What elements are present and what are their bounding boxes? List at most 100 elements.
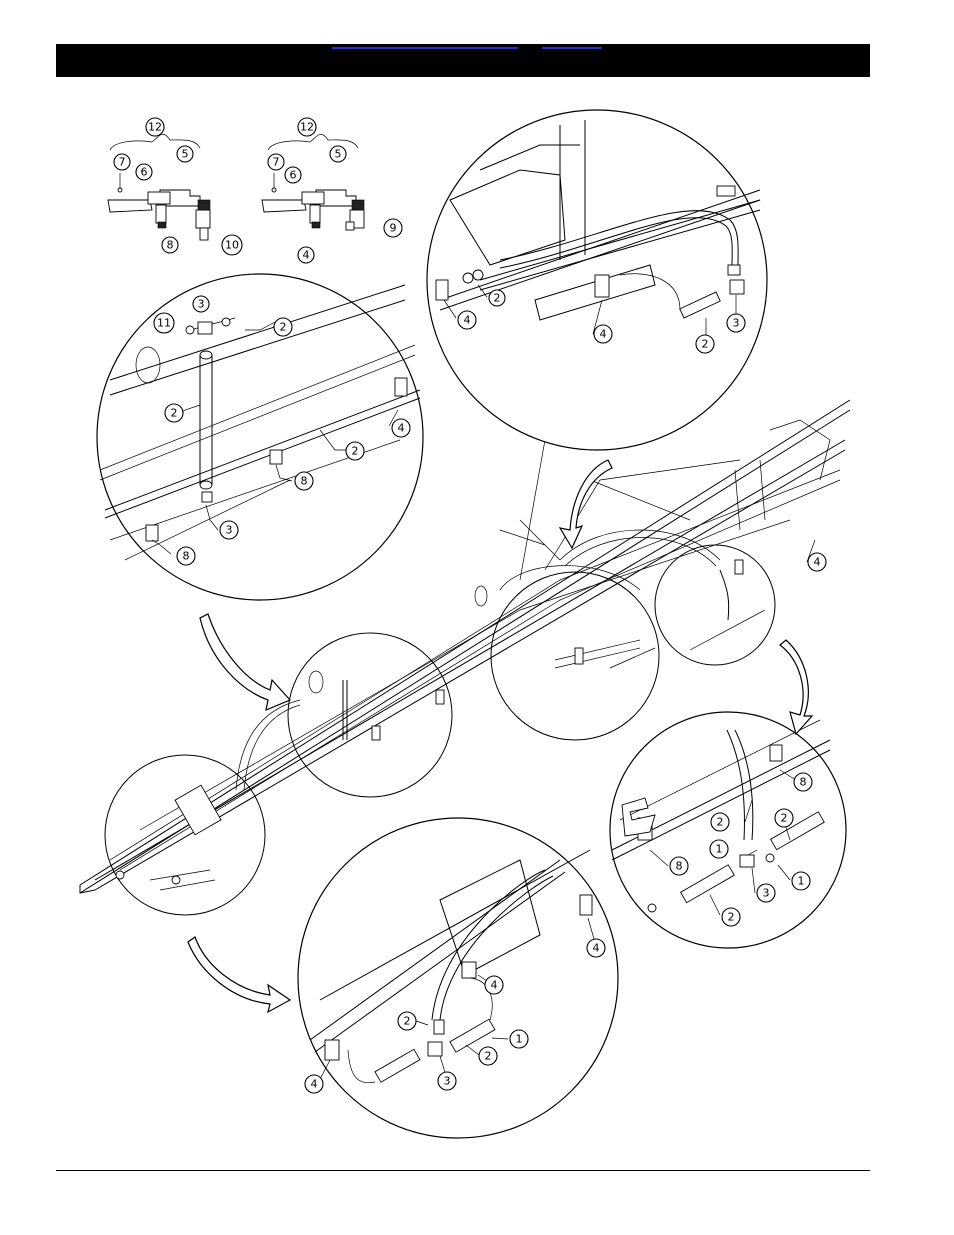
callout-7a: 7 [113,153,131,171]
leader-lines [151,284,816,1084]
callout-d1-8b: 8 [176,546,196,566]
header-link-section[interactable] [332,47,518,49]
svg-text:4: 4 [593,942,600,955]
svg-text:8: 8 [183,550,190,563]
callout-d1-3b: 3 [219,520,239,540]
callout-d4-4a: 4 [586,938,606,958]
callout-d3-8a: 8 [793,772,813,792]
callout-d4-3: 3 [437,1071,457,1091]
svg-text:4: 4 [814,556,821,569]
svg-text:2: 2 [171,407,178,420]
svg-text:2: 2 [404,1015,411,1028]
callout-main-4: 4 [807,552,827,572]
svg-text:4: 4 [398,422,405,435]
svg-text:3: 3 [444,1075,451,1088]
svg-text:5: 5 [182,148,189,161]
svg-text:9: 9 [390,222,397,235]
svg-text:2: 2 [781,812,788,825]
zoom-region-mid [287,632,453,798]
header-bar [56,44,870,77]
curved-arrow-icon [779,639,814,736]
callout-10: 10 [221,234,243,256]
callout-d2-2b: 2 [695,334,715,354]
callout-6b: 6 [284,166,302,184]
svg-text:1: 1 [716,843,723,856]
callout-d1-2c: 2 [345,441,365,461]
nozzle-kit-b [261,133,365,231]
zoom-region-right [654,544,776,666]
svg-text:8: 8 [167,239,174,252]
svg-text:2: 2 [717,816,724,829]
callout-d3-2b: 2 [774,808,794,828]
svg-text:2: 2 [494,292,501,305]
svg-text:3: 3 [763,887,770,900]
callout-d1-3a: 3 [192,295,210,313]
callout-d1-11: 11 [153,312,175,334]
curved-arrow-icon [187,936,292,1014]
svg-text:6: 6 [290,169,297,182]
footer-rule [56,1170,870,1171]
svg-text:5: 5 [335,148,342,161]
detail-circle-3 [609,711,847,949]
callout-d3-3: 3 [756,883,776,903]
svg-text:1: 1 [798,875,805,888]
callout-6a: 6 [135,163,153,181]
svg-text:2: 2 [702,338,709,351]
callout-d2-4a: 4 [457,310,477,330]
svg-text:4: 4 [600,328,607,341]
callout-8a: 8 [161,236,179,254]
callout-d2-2a: 2 [488,289,506,307]
svg-text:2: 2 [280,321,287,334]
callout-d4-1: 1 [509,1029,529,1049]
svg-text:12: 12 [300,121,314,134]
svg-text:8: 8 [800,776,807,789]
svg-text:1: 1 [516,1033,523,1046]
callout-d2-4b: 4 [593,324,613,344]
svg-text:2: 2 [352,445,359,458]
svg-text:11: 11 [157,317,171,330]
callout-12a: 12 [145,117,165,137]
svg-text:6: 6 [141,166,148,179]
header-link-page[interactable] [542,47,602,49]
nozzle-kit-a [107,133,211,241]
svg-text:4: 4 [464,314,471,327]
callout-d1-2b: 2 [164,403,184,423]
callout-d1-2a: 2 [273,317,293,337]
svg-text:10: 10 [225,239,239,252]
detail-circle-1 [96,273,424,601]
svg-text:4: 4 [303,249,310,262]
svg-text:8: 8 [676,860,683,873]
callout-d3-2c: 2 [721,907,741,927]
svg-text:3: 3 [226,524,233,537]
callout-d4-4c: 4 [304,1074,324,1094]
callout-d4-4b: 4 [484,975,504,995]
main-boom [79,399,851,894]
detail-circle-2 [426,109,768,451]
svg-text:4: 4 [491,979,498,992]
callout-4b: 4 [297,246,315,264]
svg-text:7: 7 [273,156,280,169]
callout-d1-4: 4 [391,418,411,438]
callout-d4-2a: 2 [397,1011,417,1031]
callout-5b: 5 [329,145,347,163]
callout-d2-3: 3 [726,313,746,333]
callout-d1-8a: 8 [294,471,314,491]
callout-d4-2b: 2 [478,1046,498,1066]
curved-arrow-icon [558,459,613,550]
callout-d3-8b: 8 [669,856,689,876]
callout-7b: 7 [267,153,285,171]
svg-text:12: 12 [148,121,162,134]
detail-circle-4 [297,817,619,1139]
svg-text:4: 4 [311,1078,318,1091]
svg-text:2: 2 [728,911,735,924]
zoom-region-left [104,754,266,916]
hose-loop [474,585,488,607]
callout-d3-2a: 2 [710,812,730,832]
svg-text:3: 3 [733,317,740,330]
svg-text:8: 8 [301,475,308,488]
callout-5a: 5 [176,145,194,163]
svg-text:7: 7 [119,156,126,169]
callout-d3-1a: 1 [709,839,729,859]
svg-text:3: 3 [198,298,205,311]
